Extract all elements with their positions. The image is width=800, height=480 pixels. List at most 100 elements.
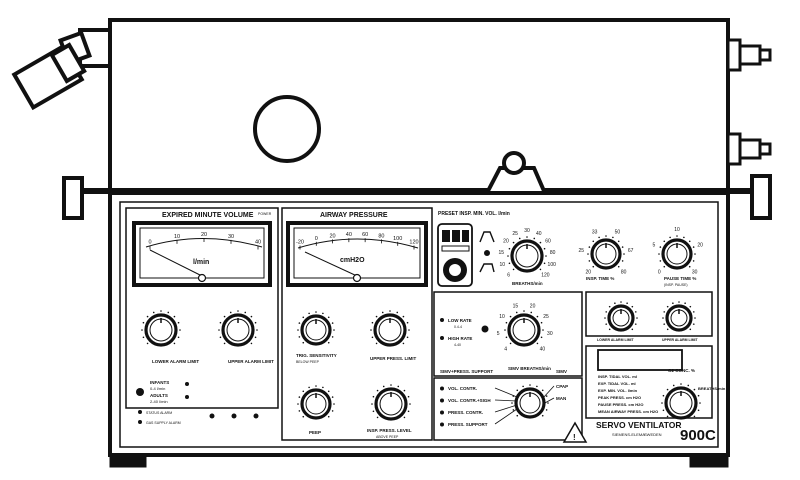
waveform-selector-icon[interactable] <box>484 250 490 256</box>
infants-range: 0-4 l/min <box>150 386 165 391</box>
right-foot <box>689 454 729 468</box>
low-rate-lamp <box>440 318 444 322</box>
reset-button-1[interactable] <box>209 413 215 419</box>
knob-scale-dot <box>504 329 506 331</box>
upper-alarm-limit-label: UPPER ALARM LIMIT <box>228 359 274 364</box>
svg-text:!: ! <box>573 433 576 442</box>
reset-button-2[interactable] <box>231 413 237 419</box>
upper-alarm-limit-knob[interactable] <box>218 310 258 347</box>
knob-scale-dot <box>661 402 663 404</box>
knob-scale-label: 5 <box>497 331 500 337</box>
mv-meter-unit: l/min <box>193 259 209 266</box>
knob-scale-label: 10 <box>674 227 680 233</box>
right-rail-end <box>750 174 772 220</box>
knob-scale-label: 60 <box>545 239 551 245</box>
peep-knob[interactable] <box>297 385 335 420</box>
expiratory-connector <box>726 38 772 72</box>
knob-scale-label: 20 <box>697 242 703 248</box>
knob-scale-dot <box>406 336 409 339</box>
knob-scale-label: 20 <box>530 303 536 309</box>
knob-scale-dot <box>663 240 666 243</box>
preset-insp-min-vol-title: PRESET INSP. MIN. VOL. l/min <box>438 211 510 217</box>
knob-scale-label: 80 <box>621 270 627 276</box>
upper-press-limit-knob[interactable] <box>370 310 410 347</box>
knob-scale-dot <box>381 311 384 314</box>
infants-indicator-lamp <box>185 382 189 386</box>
readout-option: INSP. TIDAL VOL. ml <box>598 374 637 379</box>
lower-alarm-limit-knob[interactable] <box>141 310 181 347</box>
left-rail-end <box>62 176 84 220</box>
knob-scale-dot <box>536 342 539 345</box>
knob-scale-dot <box>530 311 533 314</box>
knob-scale-label: 40 <box>536 231 542 237</box>
knob-scale-dot <box>526 236 528 238</box>
knob-scale-dot <box>659 260 662 262</box>
knob-scale-dot <box>505 321 508 324</box>
gas-upper-alarm-label: UPPER ALARM LIMIT <box>662 338 699 342</box>
mv-meter-tick-label: 0 <box>148 240 151 246</box>
knob-scale-dot <box>160 310 162 312</box>
status-alarm-label: STATUS ALARM <box>146 411 172 415</box>
gas-upper-alarm-knob[interactable] <box>662 301 696 332</box>
knob-scale-label: 25 <box>512 231 518 237</box>
brand-maker: SIEMENS-ELEMA <box>612 432 645 437</box>
knob-scale-dot <box>403 416 406 419</box>
knob-scale-dot <box>663 323 666 325</box>
knob-scale-dot <box>634 323 637 325</box>
knob-scale-dot <box>697 394 700 397</box>
mode-lamp <box>440 386 444 391</box>
knob-scale-dot <box>692 246 695 248</box>
flow-waveform-icon <box>479 231 495 243</box>
knob-scale-dot <box>302 341 305 344</box>
trig-sensitivity-knob[interactable] <box>297 311 335 346</box>
gas-lower-alarm-knob[interactable] <box>604 301 638 332</box>
rate-range-switch[interactable] <box>481 325 489 333</box>
insp-press-level-label: INSP. PRESS. LEVEL <box>367 428 412 433</box>
knob-scale-dot <box>592 265 595 268</box>
mv-meter-tick-label: 10 <box>174 234 180 240</box>
knob-scale-dot <box>507 255 509 257</box>
trig-sensitivity-label: TRIG. SENSITIVITY <box>296 353 337 358</box>
knob-scale-dot <box>244 311 247 314</box>
knob-scale-dot <box>697 409 700 412</box>
knob-scale-dot <box>623 253 625 255</box>
knob-scale-dot <box>376 416 379 419</box>
knob-scale-dot <box>223 342 226 345</box>
reset-button-3[interactable] <box>253 413 259 419</box>
insp-press-level-knob[interactable] <box>371 384 411 421</box>
knob-scale-dot <box>631 328 634 331</box>
knob-scale-dot <box>540 321 543 324</box>
min-vol-thumbwheel[interactable] <box>437 223 473 287</box>
knob-scale-dot <box>617 240 620 243</box>
ap-meter-tick-label: 80 <box>378 233 384 239</box>
readout-option: PEAK PRESS. cm H2O <box>598 395 641 400</box>
knob-scale-dot <box>587 253 589 255</box>
knob-scale-dot <box>621 246 624 248</box>
knob-scale-dot <box>592 240 595 243</box>
left-foot <box>109 454 147 468</box>
knob-scale-dot <box>541 414 544 417</box>
knob-scale-dot <box>687 384 690 387</box>
knob-scale-dot <box>529 384 531 386</box>
mode-option-right: CPAP <box>556 384 568 389</box>
mv-meter-tick-label: 20 <box>201 232 207 238</box>
knob-scale-dot <box>297 403 299 405</box>
mode-selector-knob[interactable] <box>511 384 549 419</box>
insp-press-above-peep: ABOVE PEEP <box>376 435 399 439</box>
high-rate-lamp <box>440 336 444 340</box>
readout-breaths-label: BREATHS/min <box>698 386 726 391</box>
knob-scale-dot <box>605 311 608 313</box>
knob-scale-dot <box>662 317 664 319</box>
knob-scale-dot <box>545 255 547 257</box>
readout-selector-knob[interactable] <box>661 383 701 420</box>
knob-scale-dot <box>389 310 391 312</box>
infants-adults-switch[interactable] <box>136 388 144 396</box>
knob-scale-dot <box>694 253 696 255</box>
knob-scale-label: 6 <box>507 272 510 278</box>
knob-scale-dot <box>177 321 180 324</box>
insp-time-label: INSP. TIME % <box>586 276 614 281</box>
